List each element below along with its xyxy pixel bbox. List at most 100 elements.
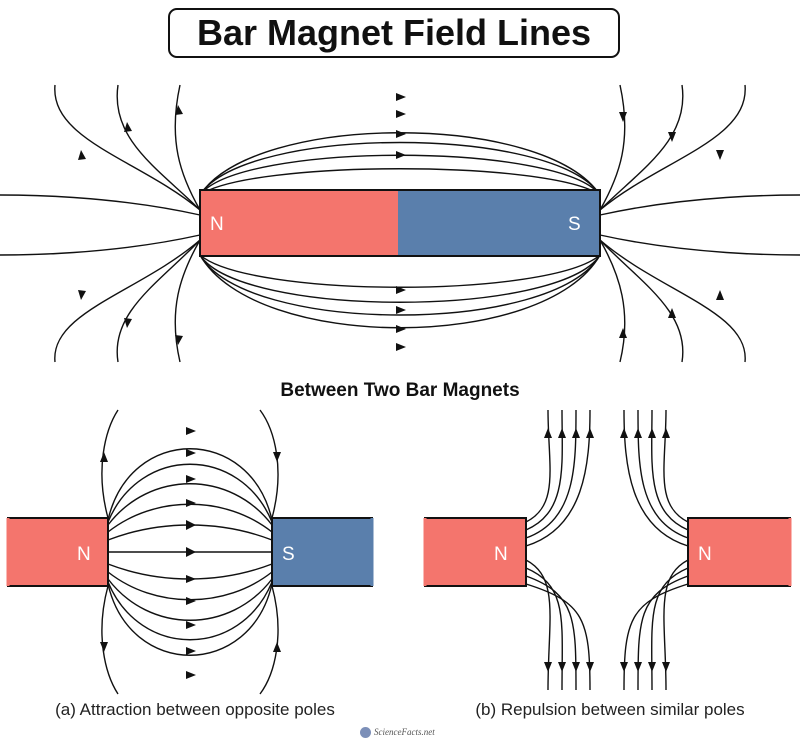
site-credit: ScienceFacts.net (360, 724, 450, 740)
page-title: Bar Magnet Field Lines (168, 8, 620, 58)
field-line (107, 448, 273, 521)
field-line (599, 84, 684, 211)
attraction-left-label: N (77, 544, 91, 565)
arrow-mark (620, 428, 628, 438)
single-magnet-field-lines (0, 84, 800, 363)
left-north-magnet-b (424, 517, 527, 587)
attraction-magnets: N S (6, 517, 374, 587)
arrow-mark (662, 428, 670, 438)
field-line (599, 239, 626, 363)
field-line (107, 583, 273, 656)
arrow-mark (186, 427, 196, 435)
attraction-arrows (100, 427, 281, 679)
field-line (525, 559, 551, 691)
top-south-label: S (568, 214, 581, 235)
field-line (107, 571, 273, 601)
arrow-mark (396, 325, 406, 333)
field-line (199, 254, 601, 316)
arrow-mark (396, 286, 406, 294)
field-line (0, 234, 201, 256)
arrow-mark (619, 328, 627, 338)
credit-text: ScienceFacts.net (374, 727, 435, 737)
field-line (599, 239, 684, 363)
arrow-mark (186, 671, 196, 679)
arrow-mark (396, 343, 406, 351)
field-line (54, 84, 201, 211)
field-line (174, 239, 201, 363)
field-line (525, 409, 551, 523)
arrow-mark (634, 662, 642, 672)
field-line (0, 194, 201, 216)
arrow-mark (124, 318, 132, 328)
arrow-mark (558, 662, 566, 672)
field-line (199, 254, 601, 288)
field-line (651, 409, 689, 531)
arrow-mark (186, 621, 196, 629)
field-line (599, 239, 746, 363)
repulsion-magnets: N N (423, 517, 792, 587)
arrow-mark (100, 642, 108, 652)
arrow-mark (558, 428, 566, 438)
field-line (599, 84, 626, 211)
arrow-mark (648, 662, 656, 672)
field-line (116, 239, 201, 363)
field-line (101, 585, 119, 695)
arrow-mark (186, 475, 196, 483)
left-north-magnet (7, 517, 109, 587)
field-line (259, 585, 279, 695)
arrow-mark (620, 662, 628, 672)
section-subtitle: Between Two Bar Magnets (280, 380, 520, 401)
top-bar-magnet: N S (199, 189, 601, 257)
field-line (525, 409, 577, 539)
arrow-mark (396, 151, 406, 159)
field-line (599, 234, 800, 256)
right-south-magnet (271, 517, 373, 587)
single-magnet-arrows (78, 93, 724, 351)
arrow-mark (544, 428, 552, 438)
arrow-mark (186, 449, 196, 457)
field-line (107, 483, 273, 526)
arrow-mark (273, 452, 281, 462)
field-line (199, 254, 601, 303)
arrow-mark (716, 290, 724, 300)
field-line (663, 559, 689, 691)
arrow-mark (186, 547, 196, 557)
field-line (663, 409, 689, 523)
arrow-mark (396, 110, 406, 118)
field-line (116, 84, 201, 211)
magnet-outline (199, 189, 601, 257)
right-north-magnet-b (687, 517, 791, 587)
field-line (107, 463, 273, 523)
field-line (107, 578, 273, 621)
arrow-mark (396, 130, 406, 138)
arrow-mark (572, 662, 580, 672)
repulsion-right-label: N (698, 544, 712, 565)
arrow-mark (186, 597, 196, 605)
arrow-mark (396, 93, 406, 101)
arrow-mark (668, 308, 676, 318)
arrow-mark (78, 290, 86, 300)
field-line (199, 168, 601, 196)
arrow-mark (273, 642, 281, 652)
arrow-mark (78, 150, 86, 160)
attraction-right-label: S (282, 544, 295, 565)
field-line (54, 239, 201, 363)
arrow-mark (716, 150, 724, 160)
repulsion-caption: (b) Repulsion between similar poles (475, 700, 745, 719)
arrow-mark (572, 428, 580, 438)
south-pole (398, 190, 600, 256)
arrow-mark (186, 520, 196, 530)
field-line (199, 141, 601, 196)
field-line (101, 409, 119, 519)
field-line (259, 409, 279, 519)
field-line (174, 84, 201, 211)
arrow-mark (124, 122, 132, 132)
arrow-mark (648, 428, 656, 438)
arrow-mark (186, 575, 196, 583)
arrow-mark (100, 452, 108, 462)
arrow-mark (544, 662, 552, 672)
attraction-caption: (a) Attraction between opposite poles (55, 700, 335, 719)
arrow-mark (175, 335, 183, 345)
logo-icon (360, 726, 371, 738)
